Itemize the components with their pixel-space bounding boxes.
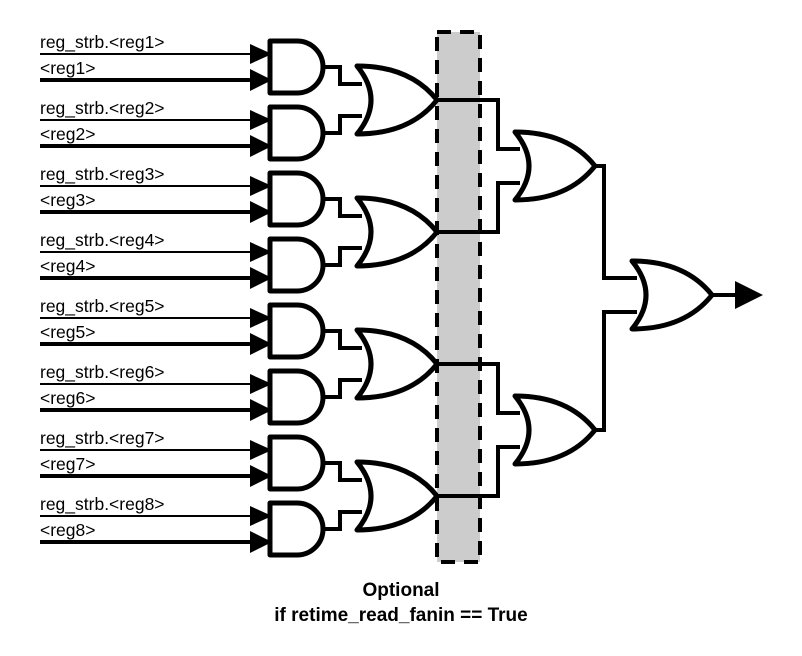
data-arrow-2 [250, 135, 272, 157]
link-or5-or7 [593, 164, 637, 280]
label-data-4: <reg4> [40, 256, 95, 276]
and-gate-3 [267, 170, 326, 228]
label-data-8: <reg8> [40, 520, 95, 540]
data-arrow-6 [250, 399, 272, 421]
and-gate-7 [267, 434, 326, 492]
strobe-arrow-8 [250, 506, 272, 526]
label-data-7: <reg7> [40, 454, 95, 474]
link-and2-or1 [323, 114, 362, 135]
link-and1-or1 [323, 65, 362, 86]
link-and3-or2 [323, 197, 362, 218]
or-gate-5 [512, 129, 598, 203]
link-and6-or3 [323, 378, 362, 399]
label-strobe-3: reg_strb.<reg3> [40, 164, 165, 185]
input-pair-5 [40, 308, 272, 355]
and-gate-6 [267, 368, 326, 426]
strobe-arrow-7 [250, 440, 272, 460]
strobe-arrow-1 [250, 44, 272, 64]
input-pair-1 [40, 44, 272, 91]
input-pair-6 [40, 374, 272, 421]
strobe-arrow-4 [250, 242, 272, 262]
link-or1-or5 [478, 98, 520, 151]
optional-caption-line1: Optional [362, 580, 440, 601]
output-arrow [735, 281, 763, 309]
label-strobe-1: reg_strb.<reg1> [40, 32, 165, 53]
or-gate-3 [354, 327, 440, 401]
link-and8-or4 [323, 510, 362, 531]
label-strobe-6: reg_strb.<reg6> [40, 362, 165, 383]
link-or4-or6 [478, 445, 520, 498]
strobe-arrow-2 [250, 110, 272, 130]
and-gate-2 [267, 104, 326, 162]
data-arrow-3 [250, 201, 272, 223]
label-data-6: <reg6> [40, 388, 95, 408]
data-arrow-1 [250, 69, 272, 91]
optional-caption-line2: if retime_read_fanin == True [274, 605, 528, 626]
strobe-arrow-5 [250, 308, 272, 328]
or-gate-2 [354, 195, 440, 269]
link-or6-or7 [593, 310, 637, 432]
optional-retime-region [435, 30, 482, 564]
input-pair-8 [40, 506, 272, 553]
label-data-5: <reg5> [40, 322, 95, 342]
label-strobe-2: reg_strb.<reg2> [40, 98, 165, 119]
link-and7-or4 [323, 461, 362, 482]
link-or2-or5 [478, 181, 520, 234]
input-pair-2 [40, 110, 272, 157]
label-strobe-8: reg_strb.<reg8> [40, 494, 165, 515]
data-arrow-5 [250, 333, 272, 355]
data-arrow-7 [250, 465, 272, 487]
data-arrow-4 [250, 267, 272, 289]
or-gate-4 [354, 459, 440, 533]
and-gate-5 [267, 302, 326, 360]
label-data-1: <reg1> [40, 58, 95, 78]
or-gate-1 [354, 63, 440, 137]
label-data-2: <reg2> [40, 124, 95, 144]
label-data-3: <reg3> [40, 190, 95, 210]
link-and5-or3 [323, 329, 362, 350]
or-gate-final [629, 258, 715, 332]
data-arrow-8 [250, 531, 272, 553]
and-gate-1 [267, 38, 326, 96]
link-or3-or6 [478, 362, 520, 415]
strobe-arrow-6 [250, 374, 272, 394]
or-gate-6 [512, 393, 598, 467]
label-strobe-4: reg_strb.<reg4> [40, 230, 165, 251]
label-strobe-5: reg_strb.<reg5> [40, 296, 165, 317]
input-pair-4 [40, 242, 272, 289]
strobe-arrow-3 [250, 176, 272, 196]
label-strobe-7: reg_strb.<reg7> [40, 428, 165, 449]
input-pair-7 [40, 440, 272, 487]
and-gate-8 [267, 500, 326, 558]
and-gate-4 [267, 236, 326, 294]
input-pair-3 [40, 176, 272, 223]
link-and4-or2 [323, 246, 362, 267]
